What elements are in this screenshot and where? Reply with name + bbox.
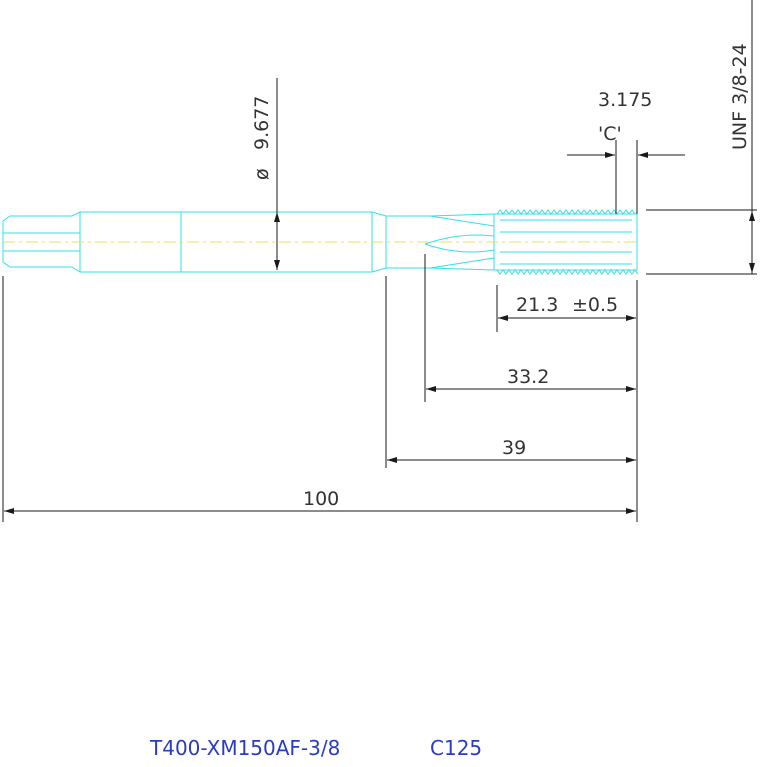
thread-teeth xyxy=(496,209,639,275)
diameter-label: 9.677 xyxy=(251,96,273,150)
chamfer-value-label: 3.175 xyxy=(598,89,652,111)
flute xyxy=(424,215,495,269)
overall-length-label: 100 xyxy=(303,488,339,510)
diameter-symbol: ø xyxy=(251,168,273,180)
chamfer-c-label: 'C' xyxy=(598,123,622,145)
part-number: T400-XM150AF-3/8 xyxy=(149,736,340,760)
part-code: C125 xyxy=(430,736,482,760)
thread-spec-label: UNF 3/8-24 xyxy=(729,43,751,150)
flute-length-label: 33.2 xyxy=(507,366,549,388)
neck xyxy=(371,211,495,273)
dimension-lines xyxy=(2,0,757,522)
neck-length-label: 39 xyxy=(502,437,526,459)
thread-length-label: 21.3 xyxy=(516,294,558,316)
thread-tolerance-label: ±0.5 xyxy=(572,294,618,316)
